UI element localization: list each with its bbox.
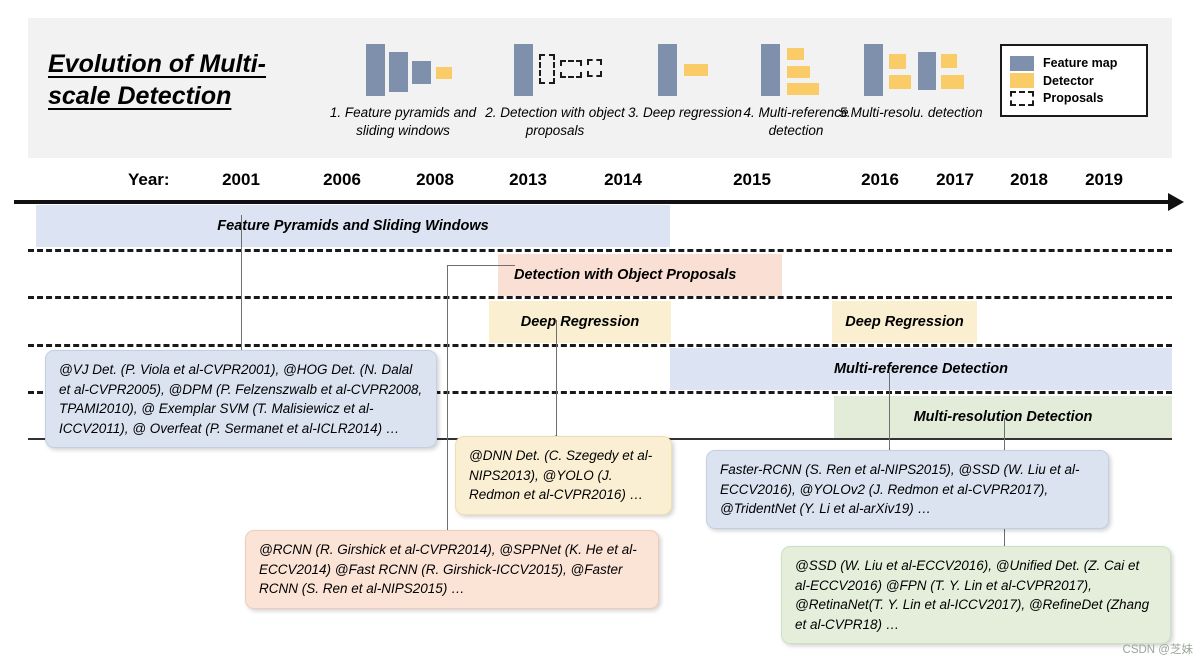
deep-regression-glyph <box>610 26 760 104</box>
legend-label: Detector <box>1043 73 1094 88</box>
multi-resolution-glyph <box>836 26 986 104</box>
multi-reference-icon: 4. Multi-reference detection <box>721 26 871 139</box>
detector-swatch-icon <box>1010 73 1034 88</box>
band-multi-reference: Multi-reference Detection <box>670 348 1172 390</box>
page-title: Evolution of Multi-scale Detection <box>48 50 267 110</box>
deep-regression-icon: 3. Deep regression <box>610 26 760 122</box>
year-tick-2015: 2015 <box>733 170 771 189</box>
object-proposals-glyph <box>480 26 630 104</box>
icon-caption: 3. Deep regression <box>627 105 743 120</box>
year-tick-2013: 2013 <box>509 170 547 189</box>
icon-caption: 2. Detection with object proposals <box>485 105 625 138</box>
legend-item-proposals: Proposals <box>1010 90 1138 106</box>
year-tick-2008: 2008 <box>416 170 454 189</box>
band-divider <box>28 391 1172 394</box>
multi-resolution-icon: 5.Multi-resolu. detection <box>836 26 986 122</box>
leader-line <box>889 372 890 454</box>
icon-caption: 1. Feature pyramids and sliding windows <box>329 105 477 138</box>
leader-line <box>556 320 557 438</box>
band-label: Detection with Object Proposals <box>514 267 737 283</box>
legend-label: Proposals <box>1043 91 1104 105</box>
band-multi-resolution: Multi-resolution Detection <box>834 396 1172 438</box>
callout-text: @RCNN (R. Girshick et al-CVPR2014), @SPP… <box>259 542 637 597</box>
icon-caption: 4. Multi-reference detection <box>743 105 849 138</box>
callout-text: Faster-RCNN (S. Ren et al-NIPS2015), @SS… <box>720 462 1080 517</box>
year-tick-2018: 2018 <box>1010 170 1048 189</box>
callout-deep-regression: @DNN Det. (C. Szegedy et al-NIPS2013), @… <box>455 436 672 515</box>
watermark: CSDN @芝妹 <box>1122 644 1193 656</box>
year-tick-2001: 2001 <box>222 170 260 189</box>
legend-item-detector: Detector <box>1010 73 1138 88</box>
year-tick-2017: 2017 <box>936 170 974 189</box>
callout-feature-pyramids: @VJ Det. (P. Viola et al-CVPR2001), @HOG… <box>45 350 437 449</box>
band-deep-regression-right: Deep Regression <box>832 301 977 343</box>
axis-label: Year: <box>128 170 170 189</box>
axis-arrow-icon <box>1168 193 1184 211</box>
year-axis: Year: 2001 2006 2008 2013 2014 2015 2016… <box>0 170 1201 198</box>
leader-line <box>241 215 242 363</box>
feature-pyramids-glyph <box>328 26 478 104</box>
proposals-swatch-icon <box>1010 90 1034 106</box>
band-object-proposals: Detection with Object Proposals <box>498 254 782 296</box>
year-tick-2019: 2019 <box>1085 170 1123 189</box>
feature-map-swatch-icon <box>1010 55 1034 71</box>
header-panel: Evolution of Multi-scale Detection 1. Fe… <box>28 18 1172 158</box>
callout-object-proposals: @RCNN (R. Girshick et al-CVPR2014), @SPP… <box>245 530 659 609</box>
callout-multi-resolution: @SSD (W. Liu et al-ECCV2016), @Unified D… <box>781 546 1171 645</box>
icon-caption: 5.Multi-resolu. detection <box>839 105 983 120</box>
year-tick-2014: 2014 <box>604 170 642 189</box>
feature-pyramids-icon: 1. Feature pyramids and sliding windows <box>328 26 478 139</box>
legend-label: Feature map <box>1043 56 1118 70</box>
leader-line <box>447 265 448 542</box>
leader-line <box>447 265 515 266</box>
band-deep-regression-left: Deep Regression <box>489 301 671 343</box>
callout-text: @VJ Det. (P. Viola et al-CVPR2001), @HOG… <box>59 362 423 436</box>
band-divider <box>28 249 1172 252</box>
band-label: Feature Pyramids and Sliding Windows <box>217 218 489 234</box>
multi-reference-glyph <box>721 26 871 104</box>
band-divider <box>28 296 1172 299</box>
band-divider <box>28 344 1172 347</box>
callout-text: @SSD (W. Liu et al-ECCV2016), @Unified D… <box>795 558 1150 632</box>
band-feature-pyramids: Feature Pyramids and Sliding Windows <box>36 205 670 247</box>
year-tick-2006: 2006 <box>323 170 361 189</box>
band-label: Deep Regression <box>845 314 964 330</box>
legend: Feature map Detector Proposals <box>1000 44 1148 117</box>
year-tick-2016: 2016 <box>861 170 899 189</box>
legend-item-feature-map: Feature map <box>1010 55 1138 71</box>
axis-line <box>14 200 1174 204</box>
band-label: Multi-resolution Detection <box>913 409 1093 425</box>
object-proposals-icon: 2. Detection with object proposals <box>480 26 630 139</box>
callout-multi-reference: Faster-RCNN (S. Ren et al-NIPS2015), @SS… <box>706 450 1109 529</box>
callout-text: @DNN Det. (C. Szegedy et al-NIPS2013), @… <box>469 448 653 503</box>
band-label: Deep Regression <box>520 314 640 330</box>
band-label: Multi-reference Detection <box>833 361 1009 377</box>
